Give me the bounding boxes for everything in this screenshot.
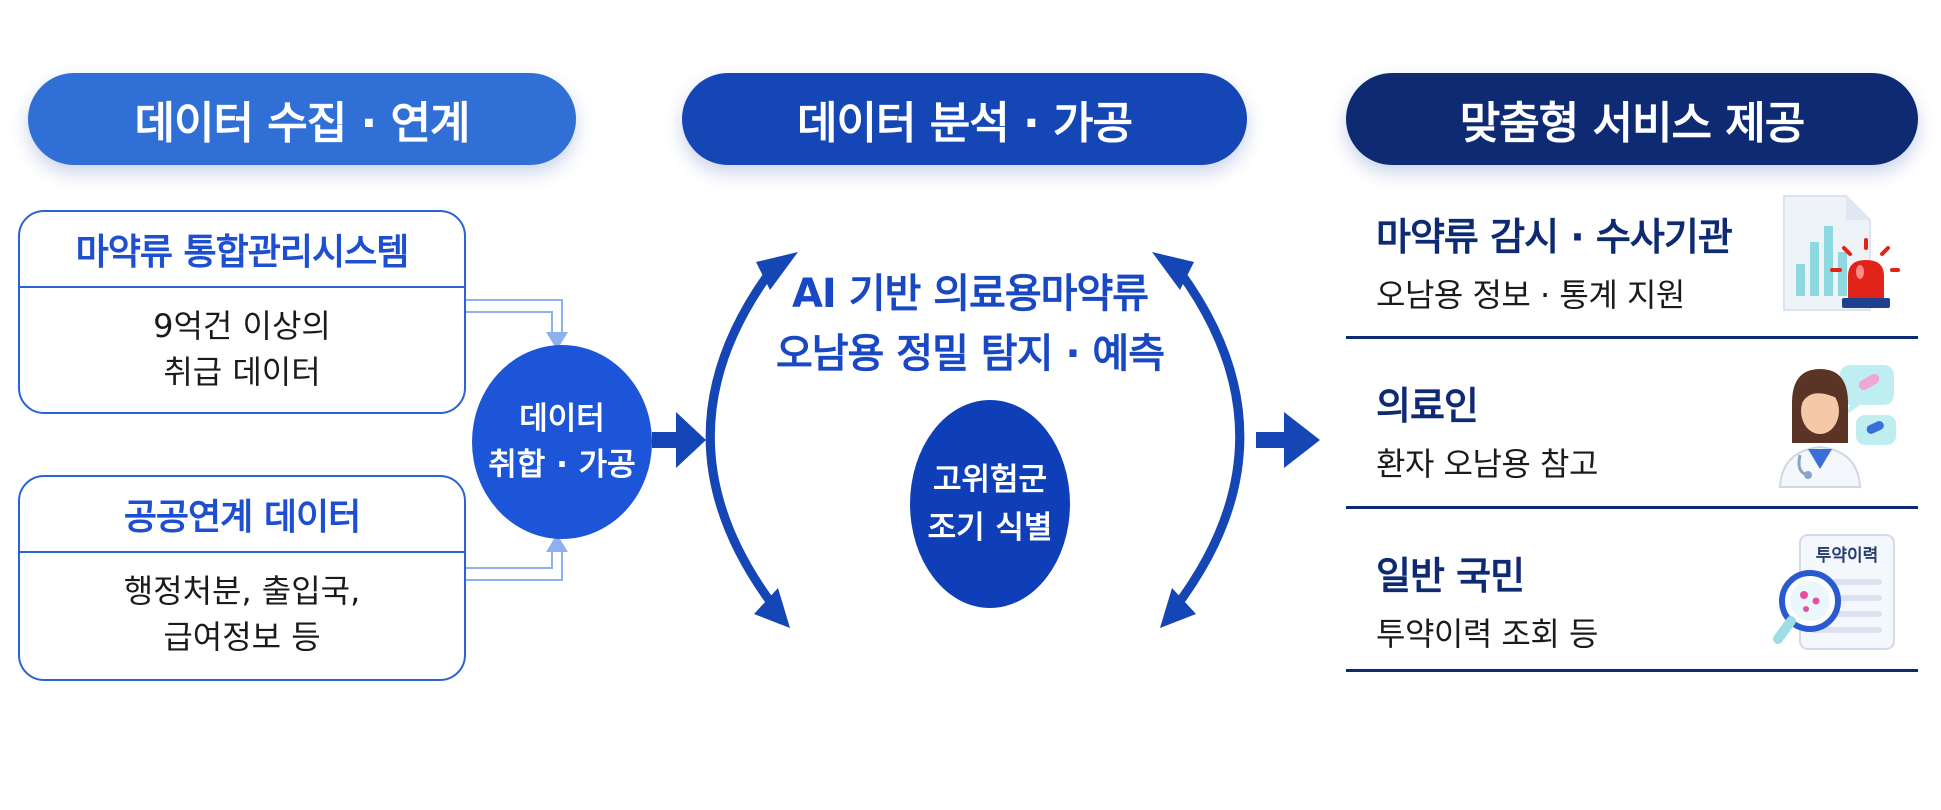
stage-collect-header: 데이터 수집 · 연계 bbox=[28, 73, 576, 165]
connector-bottom bbox=[462, 545, 563, 581]
source-title: 마약류 통합관리시스템 bbox=[20, 212, 464, 288]
source-body: 행정처분, 출입국, 급여정보 등 bbox=[20, 553, 464, 675]
service-desc: 환자 오남용 참고 bbox=[1376, 445, 1598, 483]
connector-top bbox=[462, 299, 563, 340]
arrow-to-analysis bbox=[652, 412, 706, 468]
service-row-public: 일반 국민 투약이력 조회 등 투약이력 bbox=[1346, 509, 1918, 672]
source-body: 9억건 이상의 취급 데이터 bbox=[20, 288, 464, 410]
service-title: 의료인 bbox=[1376, 384, 1479, 428]
connector-bottom-arrowhead bbox=[546, 534, 568, 552]
source-line: 9억건 이상의 bbox=[153, 307, 331, 345]
connector-top-arrowhead bbox=[546, 332, 568, 350]
analysis-arc-right bbox=[1152, 252, 1245, 628]
source-line: 행정처분, 출입국, bbox=[123, 572, 361, 610]
source-box-narcotics-system: 마약류 통합관리시스템 9억건 이상의 취급 데이터 bbox=[18, 210, 466, 414]
process-circle: 데이터 취합 · 가공 bbox=[472, 345, 652, 539]
analysis-line: 오남용 정밀 탐지 · 예측 bbox=[775, 331, 1165, 377]
analysis-line: AI 기반 의료용마약류 bbox=[791, 271, 1149, 317]
analysis-arc-left bbox=[705, 252, 798, 628]
service-title: 마약류 감시 · 수사기관 bbox=[1376, 215, 1733, 259]
service-title: 일반 국민 bbox=[1376, 554, 1525, 598]
service-row-agency: 마약류 감시 · 수사기관 오남용 정보 · 통계 지원 bbox=[1346, 170, 1918, 339]
report-siren-icon bbox=[1783, 195, 1900, 311]
process-line: 데이터 bbox=[519, 401, 605, 437]
source-box-public-data: 공공연계 데이터 행정처분, 출입국, 급여정보 등 bbox=[18, 475, 466, 681]
source-line: 급여정보 등 bbox=[163, 618, 321, 656]
stage-service-header: 맞춤형 서비스 제공 bbox=[1346, 73, 1918, 165]
doctor-icon bbox=[1778, 365, 1896, 488]
risk-line: 조기 식별 bbox=[927, 510, 1053, 546]
service-row-medical: 의료인 환자 오남용 참고 bbox=[1346, 339, 1918, 509]
analysis-description: AI 기반 의료용마약류 오남용 정밀 탐지 · 예측 bbox=[760, 264, 1180, 384]
icon-label: 투약이력 bbox=[1816, 545, 1879, 566]
service-desc: 투약이력 조회 등 bbox=[1376, 615, 1598, 653]
source-line: 취급 데이터 bbox=[163, 353, 321, 391]
risk-line: 고위험군 bbox=[932, 462, 1048, 498]
stage-analyze-header: 데이터 분석 · 가공 bbox=[682, 73, 1247, 165]
high-risk-circle: 고위험군 조기 식별 bbox=[910, 400, 1070, 608]
history-magnifier-icon: 투약이력 bbox=[1773, 534, 1895, 650]
arrow-to-services bbox=[1256, 412, 1320, 468]
source-title: 공공연계 데이터 bbox=[20, 477, 464, 553]
process-line: 취합 · 가공 bbox=[488, 447, 636, 483]
service-desc: 오남용 정보 · 통계 지원 bbox=[1376, 276, 1685, 314]
